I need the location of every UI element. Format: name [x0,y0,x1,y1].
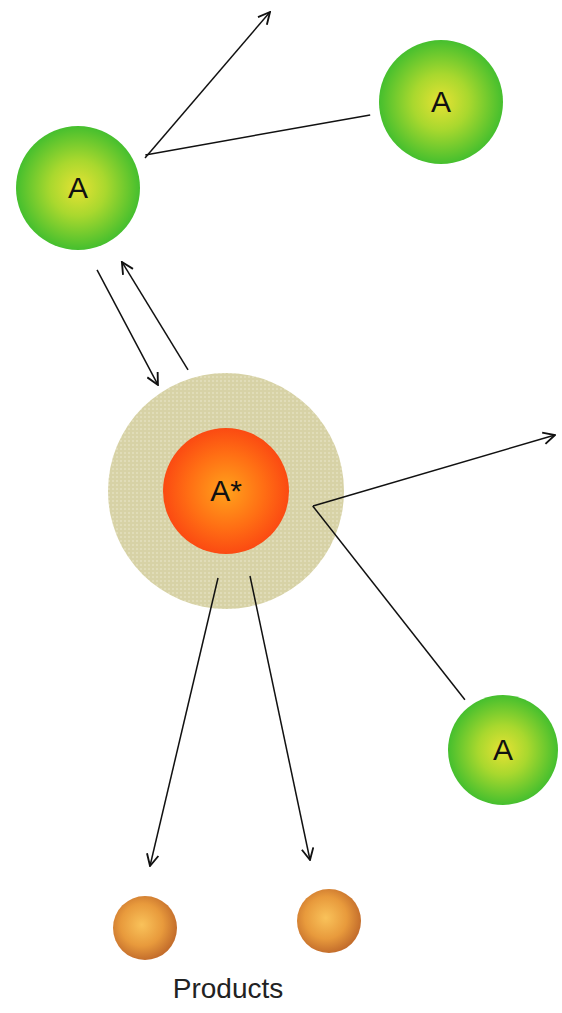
molecule-circle: A [16,126,140,250]
molecule-circle: A [379,40,503,164]
connector-line [97,270,158,385]
product-sphere [113,896,177,960]
molecule-label: A* [210,476,242,506]
molecule-label: A [493,735,513,765]
connector-line [145,115,370,155]
molecule-label: A [68,173,88,203]
connector-line [122,262,188,370]
molecule-fill [448,695,558,805]
product-arrow [150,578,218,866]
connector-line [313,506,465,700]
molecule-fill [163,428,289,554]
molecule-fill [379,40,503,164]
deflection-arrow [313,435,555,506]
molecule-label: A [431,87,451,117]
caption-label: Products [173,974,284,1005]
product-sphere [297,889,361,953]
product-arrow [250,576,310,860]
activation-halo [108,373,344,609]
molecule-fill [16,126,140,250]
molecule-circle: A [448,695,558,805]
molecule-circle: A* [163,428,289,554]
